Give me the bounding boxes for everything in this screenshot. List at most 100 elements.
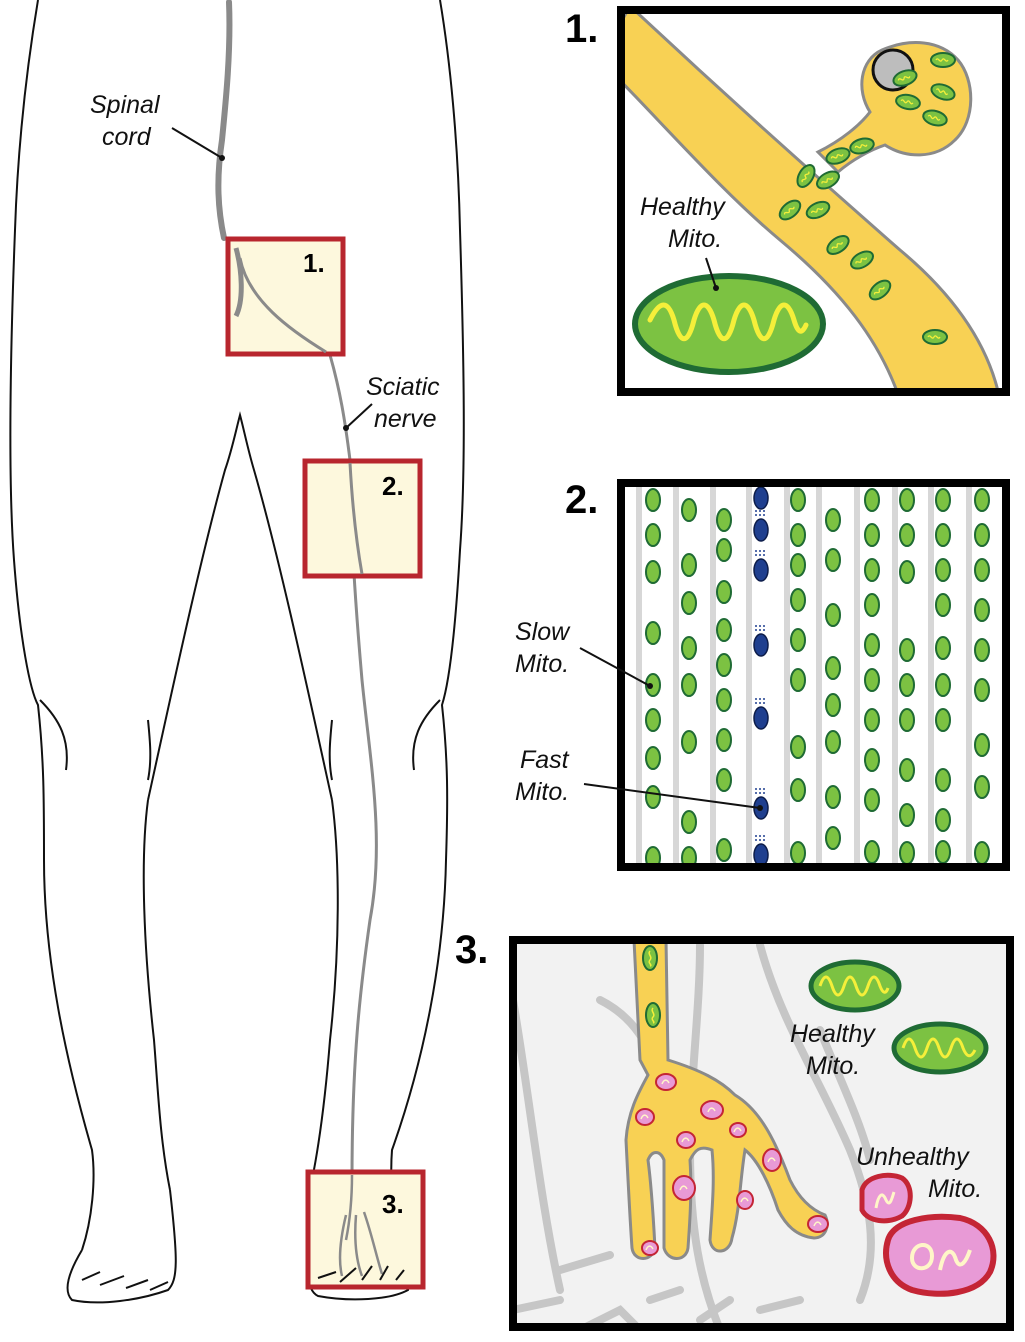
panel-3-axon-healthy-mito bbox=[642, 945, 658, 971]
panel-1-healthy-label-line2: Mito. bbox=[668, 225, 722, 253]
panel-2-slow-mito bbox=[825, 785, 841, 809]
panel-2-slow-mito bbox=[681, 730, 697, 754]
panel-1-mito bbox=[805, 200, 831, 220]
panel-3-unhealthy-mito bbox=[672, 1175, 696, 1201]
panel-2-slow-mito bbox=[681, 498, 697, 522]
panel-2-fast-mito bbox=[753, 548, 769, 582]
leg-box-3: 3. bbox=[305, 1169, 426, 1290]
panel-2-slow-mito bbox=[899, 803, 915, 827]
spinal-cord bbox=[215, 0, 233, 241]
panel-2-slow-mito bbox=[864, 668, 880, 692]
panel-3-unhealthy-mito-large bbox=[883, 1213, 997, 1297]
panel-2-slow-mito bbox=[790, 628, 806, 652]
panel-2-slow-mito bbox=[825, 656, 841, 680]
panel-3-healthy-mito-1 bbox=[808, 959, 902, 1013]
panel-2-slow-mito bbox=[681, 810, 697, 834]
panel-1-mito bbox=[796, 164, 816, 188]
panel-2-slow-mito bbox=[899, 708, 915, 732]
panel-2-slow-mito bbox=[716, 538, 732, 562]
panel-2-slow-mito bbox=[935, 558, 951, 582]
panel-1-mito bbox=[895, 93, 921, 111]
panel-1-axon bbox=[621, 10, 1000, 392]
panel-2-slow-mito bbox=[681, 846, 697, 867]
right-leg-outer-edge bbox=[390, 0, 465, 1226]
panel-2-frame bbox=[617, 479, 1010, 871]
panel-2-slow-mito bbox=[974, 598, 990, 622]
panel-2-slow-mito bbox=[899, 488, 915, 512]
panel-3-axon-healthy-mito bbox=[645, 1002, 661, 1028]
panel-2-slow-mito bbox=[716, 768, 732, 792]
panel-2-slow-mito bbox=[974, 523, 990, 547]
panel-2-slow-mito bbox=[645, 560, 661, 584]
panel-2-slow-mito bbox=[716, 618, 732, 642]
spinal-cord-label-line2: cord bbox=[102, 123, 152, 151]
panel-2-slow-mito bbox=[790, 588, 806, 612]
sciatic-nerve-label: Sciatic nerve bbox=[343, 373, 440, 433]
panel-3-unhealthy-mito bbox=[635, 1108, 655, 1126]
leg-box-1: 1. bbox=[225, 236, 346, 357]
panel-2-slow-mito bbox=[974, 841, 990, 865]
panel-2-slow-mito bbox=[716, 580, 732, 604]
panel-3-frame bbox=[509, 936, 1014, 1331]
spinal-cord-label: Spinal cord bbox=[90, 91, 225, 161]
panel-2-slow-mito bbox=[681, 553, 697, 577]
panel-3: Healthy Mito. Unhealthy Mito. bbox=[509, 936, 1014, 1331]
panel-2-slow-mito bbox=[974, 733, 990, 757]
panel-2-slow-mito bbox=[935, 636, 951, 660]
panel-2-slow-mito bbox=[716, 838, 732, 862]
sciatic-nerve-label-line2: nerve bbox=[374, 405, 437, 433]
panel-2-fiber-line bbox=[746, 483, 752, 867]
panel-2-slow-mito bbox=[681, 673, 697, 697]
panel-2-mitochondria bbox=[645, 483, 990, 867]
panel-2-slow-mito bbox=[825, 730, 841, 754]
panel-2-slow-mito bbox=[899, 560, 915, 584]
panel-1-mito bbox=[849, 137, 875, 155]
legs-outline bbox=[9, 0, 465, 1304]
panel-2-fast-label-line2: Mito. bbox=[515, 778, 569, 806]
left-leg-outer-edge bbox=[9, 0, 95, 1251]
panel-1-mito bbox=[778, 199, 802, 221]
panel-3-unhealthy-mito bbox=[676, 1131, 696, 1149]
panel-2-fiber-line bbox=[636, 483, 642, 867]
panel-2-slow-mito bbox=[790, 735, 806, 759]
panel-2-slow-mito bbox=[681, 591, 697, 615]
left-knee bbox=[39, 699, 152, 781]
panel-2-slow-mito bbox=[935, 768, 951, 792]
spinal-cord-label-line1: Spinal bbox=[90, 91, 161, 119]
panel-2-slow-mito bbox=[935, 673, 951, 697]
sciatic-nerve-label-line1: Sciatic bbox=[366, 373, 440, 401]
left-foot bbox=[66, 1189, 177, 1304]
crotch-line bbox=[147, 411, 333, 801]
panel-2-slow-mito bbox=[899, 673, 915, 697]
panel-1-mito bbox=[850, 250, 874, 270]
panel-1-mito bbox=[825, 147, 851, 165]
panel-2-slow-mito bbox=[825, 693, 841, 717]
sciatic-nerve bbox=[238, 254, 378, 1181]
panel-3-healthy-label-line1: Healthy bbox=[790, 1020, 876, 1048]
panel-1-mito bbox=[868, 279, 892, 301]
panel-1-mito bbox=[826, 235, 850, 255]
panel-2-slow-mito bbox=[716, 728, 732, 752]
panel-1-mito bbox=[892, 69, 918, 87]
panel-2-slow-mito bbox=[645, 708, 661, 732]
panel-2-slow-mito bbox=[974, 775, 990, 799]
panel-3-healthy-label-line2: Mito. bbox=[806, 1052, 860, 1080]
panel-2-slow-mito bbox=[864, 633, 880, 657]
panel-1-frame bbox=[617, 6, 1010, 396]
panel-1-healthy-mito bbox=[632, 273, 826, 375]
leg-box-1-number: 1. bbox=[303, 248, 325, 278]
panel-2-slow-mito bbox=[864, 840, 880, 864]
panel-3-unhealthy-mito bbox=[655, 1073, 677, 1091]
panel-2-fast-mito bbox=[753, 508, 769, 542]
panel-2-slow-mito bbox=[645, 523, 661, 547]
panel-2-slow-mito bbox=[974, 488, 990, 512]
panel-3-unhealthy-mito bbox=[729, 1122, 747, 1138]
panel-2 bbox=[617, 479, 1010, 871]
panel-2-slow-mito bbox=[645, 488, 661, 512]
panel-1-mito bbox=[922, 109, 948, 127]
panel-2-fast-mito bbox=[753, 623, 769, 657]
panel-2-slow-mito bbox=[935, 808, 951, 832]
panel-2-fiber-line bbox=[784, 483, 790, 867]
panel-2-slow-mito bbox=[899, 841, 915, 865]
